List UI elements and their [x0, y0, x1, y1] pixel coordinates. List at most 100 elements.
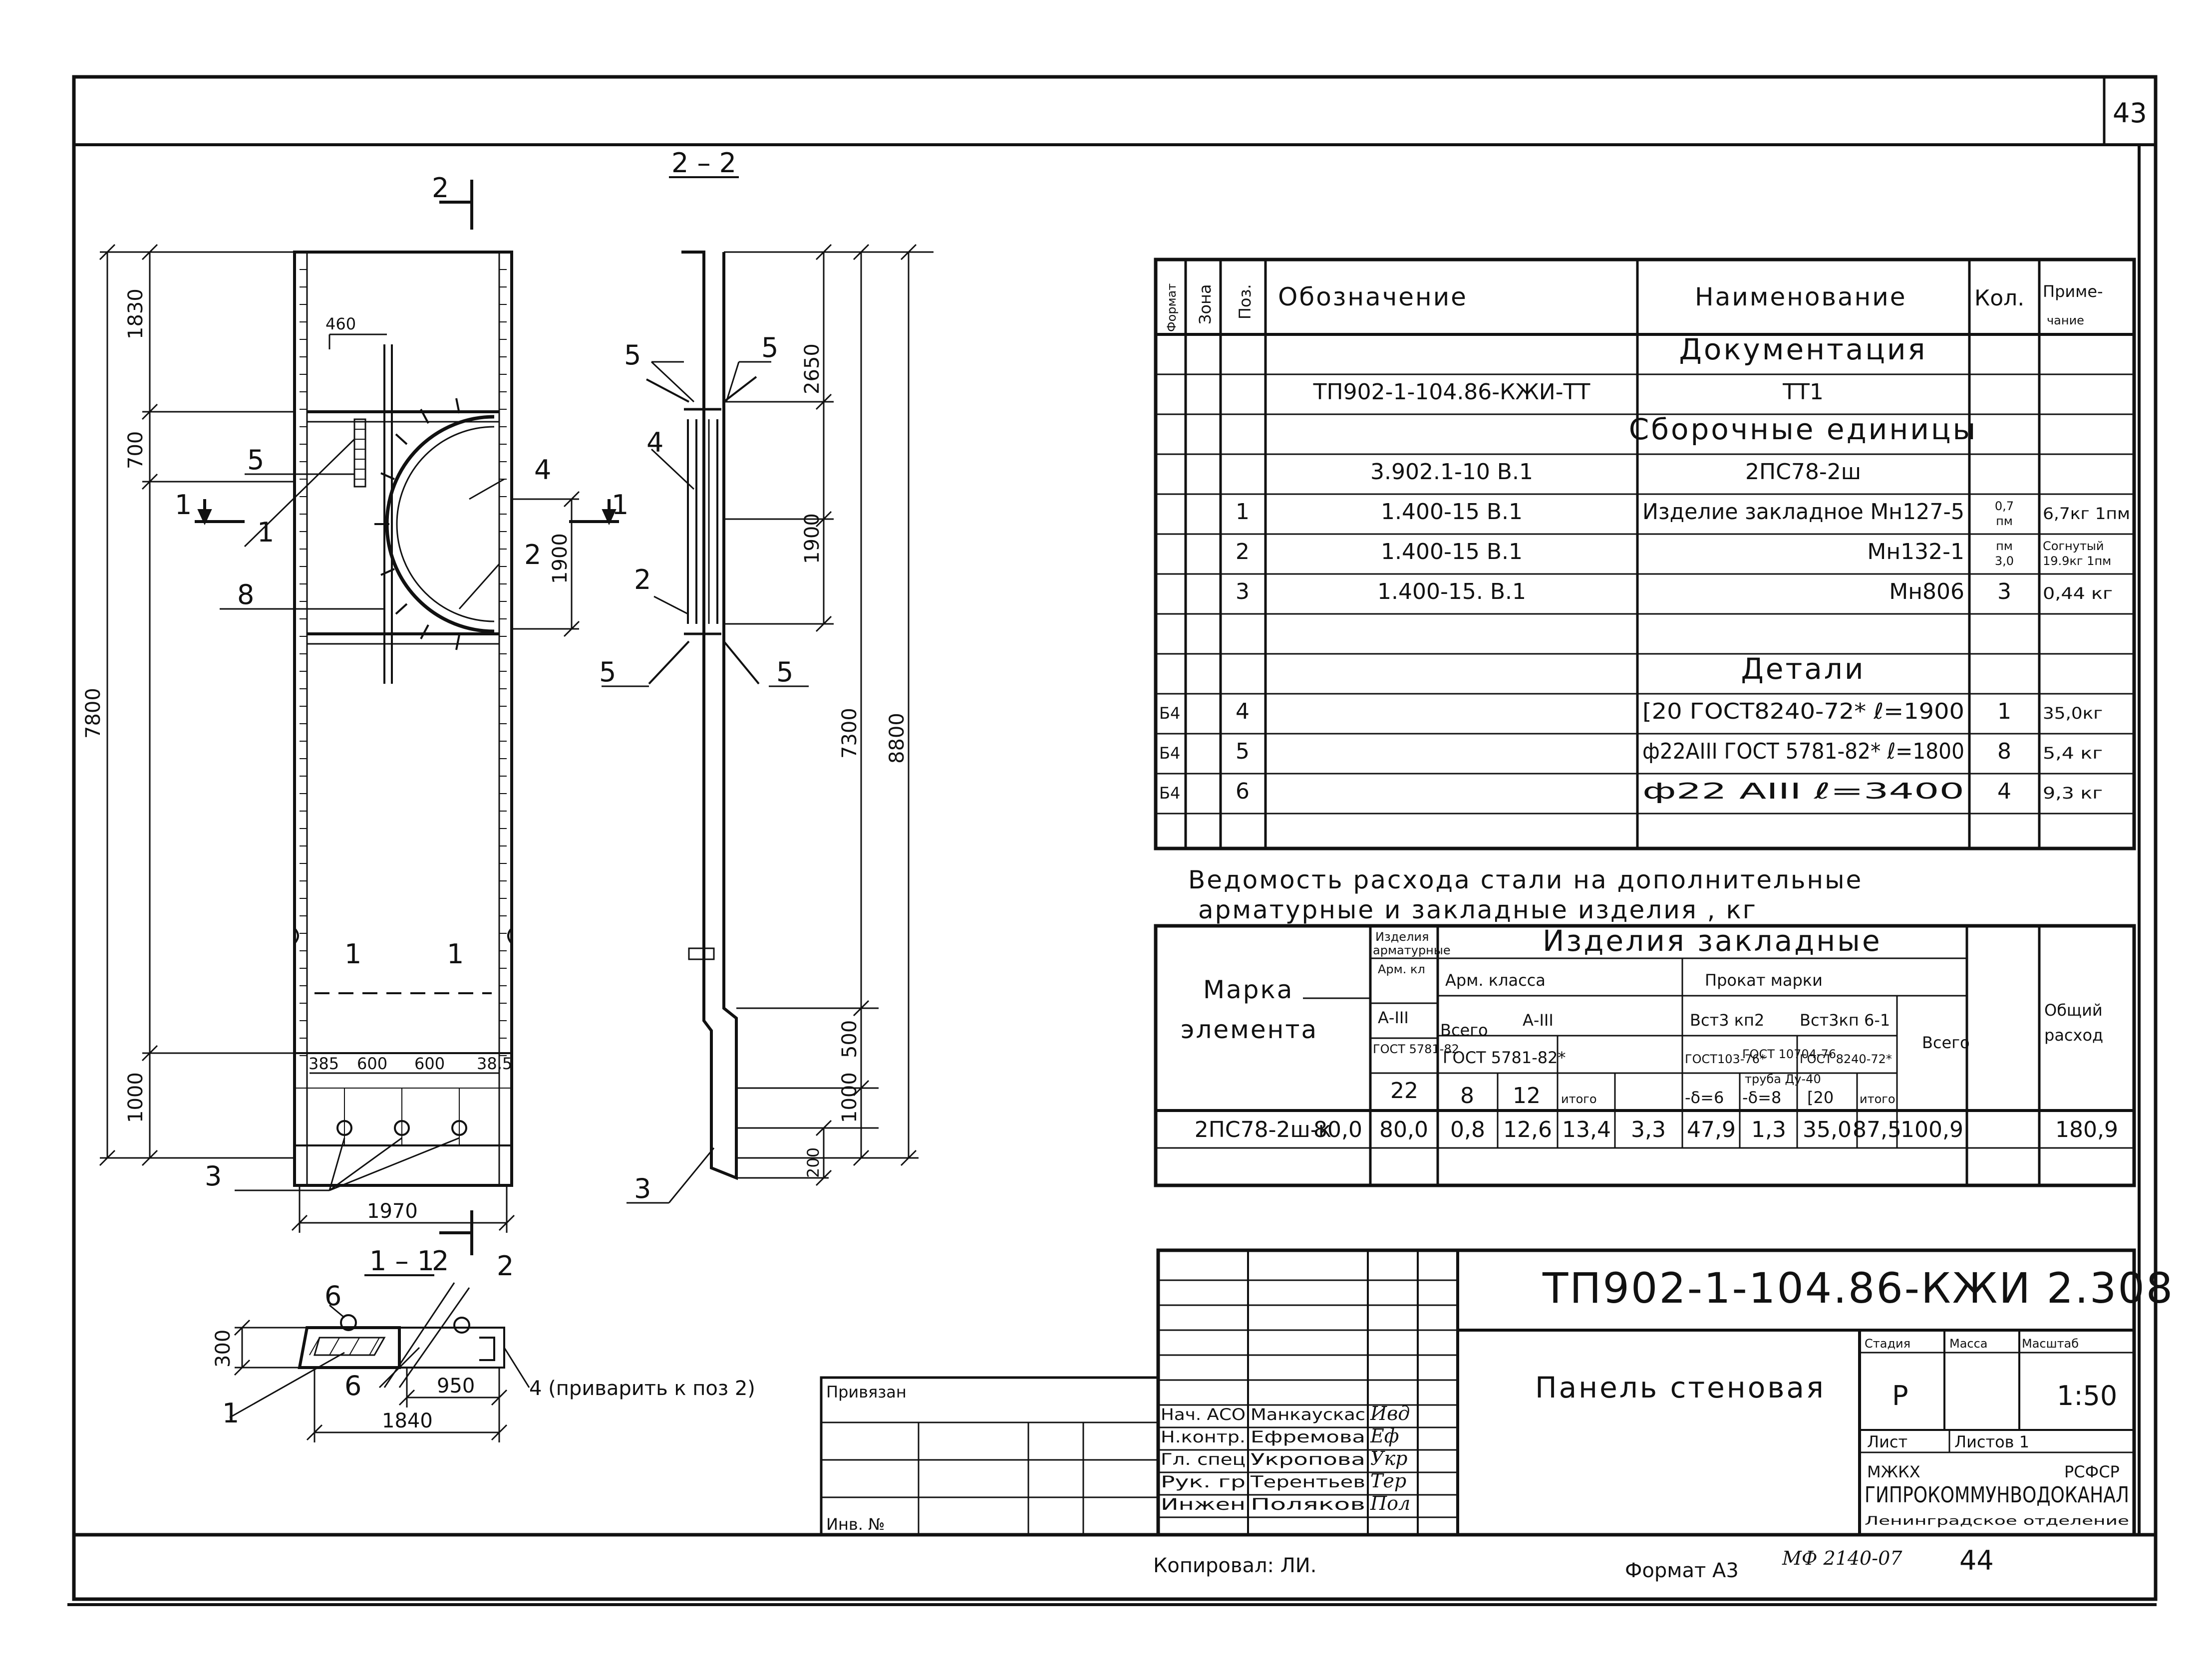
signer-name: Терентьев — [1250, 1472, 1365, 1491]
dim-460: 460 — [325, 314, 356, 333]
steel-h-itogo: итого — [1561, 1092, 1597, 1106]
dim-500: 500 — [838, 1020, 861, 1058]
signer-role: Гл. спец — [1161, 1450, 1246, 1469]
steel-h-arm-group-1: Изделия — [1375, 930, 1429, 944]
steel-h-t8: -δ=8 — [1742, 1088, 1781, 1107]
callout-6-bottom: 6 — [344, 1370, 361, 1401]
spec-row-name: ТТ1 — [1782, 379, 1824, 405]
dim-700: 700 — [124, 431, 147, 469]
spec-row-qty: 8 — [1997, 739, 2011, 764]
callout-3-front: 3 — [205, 1160, 222, 1192]
steel-h-emb-arm-class: Арм. класса — [1445, 971, 1546, 990]
steel-row-value: 0,8 — [1450, 1117, 1485, 1142]
title-block: ТП902-1-104.86-КЖИ 2.308 Панель стеновая… — [820, 1248, 2173, 1537]
section-2-2-title: 2 – 2 — [671, 147, 736, 179]
dim-1900-section: 1900 — [801, 513, 824, 564]
spec-row-section: Детали — [1741, 652, 1865, 686]
dim-300: 300 — [212, 1330, 235, 1368]
steel-h-emb-d2: 12 — [1513, 1083, 1541, 1109]
callout-5-section-br: 5 — [776, 656, 793, 688]
steel-h-total-1: Общий — [2044, 1001, 2103, 1020]
callout-2-section: 2 — [634, 564, 651, 595]
section-mark-bottom: 2 — [432, 1245, 449, 1277]
spec-row-note: Согнутый — [2043, 539, 2104, 553]
spec-row-qty: 3,0 — [1995, 554, 2014, 568]
spec-row-name: ф22АIII ГОСТ 5781-82* ℓ=1800 — [1642, 739, 1964, 764]
signer-role: Рук. гр — [1161, 1472, 1246, 1491]
stage-value: Р — [1892, 1380, 1908, 1411]
steel-row-mark: 2ПС78-2ш-к — [1195, 1117, 1331, 1142]
callout-8: 8 — [237, 579, 254, 610]
signer-name: Манкаускас — [1251, 1405, 1365, 1424]
spec-row-designation: 3.902.1-10 В.1 — [1370, 459, 1533, 485]
spec-row-pos: 2 — [1236, 539, 1250, 564]
inventory-label: Инв. № — [826, 1515, 885, 1534]
steel-h-gost8240: ГОСТ 8240-72* — [1800, 1052, 1892, 1066]
signer-name: Поляков — [1251, 1495, 1365, 1514]
steel-row-value: 87,5 — [1853, 1117, 1901, 1142]
spec-row-pos: 4 — [1236, 699, 1250, 724]
spec-row-section: Документация — [1679, 332, 1927, 366]
dim-7800: 7800 — [82, 688, 105, 739]
steel-h-arm-d: 22 — [1390, 1078, 1418, 1104]
steel-h-t6: -δ=6 — [1685, 1088, 1724, 1107]
steel-h-arm-group-2: арматурные — [1373, 943, 1451, 957]
cut-mark-bottom-right: 1 — [447, 938, 464, 970]
steel-h-c20: [20 — [1807, 1088, 1834, 1107]
dim-1900-front: 1900 — [549, 533, 572, 584]
cut-mark-bottom-left: 1 — [344, 938, 361, 970]
section-2-2-view — [602, 251, 809, 1204]
cut-mark-left: 1 — [175, 489, 192, 521]
steel-row-value: 3,3 — [1631, 1117, 1666, 1142]
spec-row-pos: 5 — [1236, 739, 1250, 764]
spec-row-format: Б4 — [1159, 704, 1180, 723]
mass-label: Масса — [1949, 1337, 1988, 1351]
page-number: 43 — [2113, 97, 2147, 129]
steel-h-pipe: труба Ду-40 — [1745, 1072, 1821, 1086]
steel-title-1: Ведомость расхода стали на дополнительны… — [1188, 865, 1863, 894]
section-dimensions — [724, 244, 934, 1186]
spec-row-note: 19.9кг 1пм — [2043, 554, 2111, 568]
signer-signature: Ивд — [1370, 1402, 1410, 1424]
spec-row-note: 0,44 кг — [2043, 584, 2113, 603]
spec-header-designation: Обозначение — [1278, 282, 1468, 311]
org-ministry: МЖКХ — [1867, 1462, 1920, 1481]
steel-h-itogo2: итого — [1860, 1092, 1895, 1106]
steel-h-arm-class: Арм. кл — [1378, 962, 1425, 976]
spec-row-qty: 1 — [1997, 699, 2011, 724]
signer-name: Укропова — [1251, 1450, 1365, 1469]
steel-h-emb-a3: А-III — [1523, 1011, 1554, 1030]
section-mark-top: 2 — [432, 172, 449, 204]
spec-row-name: Мн132-1 — [1867, 539, 1964, 564]
signer-role: Н.контр. — [1161, 1427, 1246, 1446]
copy-number: 44 — [1959, 1545, 1994, 1576]
steel-consumption: Ведомость расхода стали на дополнительны… — [1154, 865, 2136, 1187]
signer-signature: Тер — [1370, 1470, 1406, 1492]
callout-5-section-tr: 5 — [761, 332, 778, 363]
signer-signature: Еф — [1370, 1425, 1399, 1447]
signer-signature: Пол — [1370, 1492, 1410, 1514]
scale-value: 1:50 — [2057, 1380, 2117, 1411]
steel-h-prokat: Прокат марки — [1705, 971, 1823, 990]
front-dimensions — [99, 244, 580, 1233]
dim-1840: 1840 — [382, 1409, 433, 1432]
dim-38-5: 38,5 — [477, 1054, 512, 1073]
spec-row-designation: 1.400-15. В.1 — [1377, 579, 1526, 604]
spec-row-name: ф22 АIII ℓ=3400 — [1642, 779, 1964, 804]
spec-row-qty: 3 — [1997, 579, 2011, 604]
stage-label: Стадия — [1865, 1337, 1910, 1351]
signer-name: Ефремова — [1251, 1427, 1365, 1446]
paper-format: Формат А3 — [1625, 1559, 1739, 1582]
steel-h-mark-2: элемента — [1181, 1015, 1318, 1044]
spec-row-qty: пм — [1996, 514, 2013, 528]
sheet-label: Лист — [1867, 1432, 1907, 1451]
spec-row-designation: 1.400-15 В.1 — [1381, 499, 1523, 525]
org-branch: Ленинградское отделение — [1865, 1514, 2129, 1528]
callout-6-top: 6 — [324, 1280, 341, 1312]
spec-header-qty: Кол. — [1974, 285, 2024, 311]
callout-1-section: 1 — [222, 1398, 239, 1429]
steel-h-vst3kp2: Вст3 кп2 — [1690, 1011, 1764, 1030]
